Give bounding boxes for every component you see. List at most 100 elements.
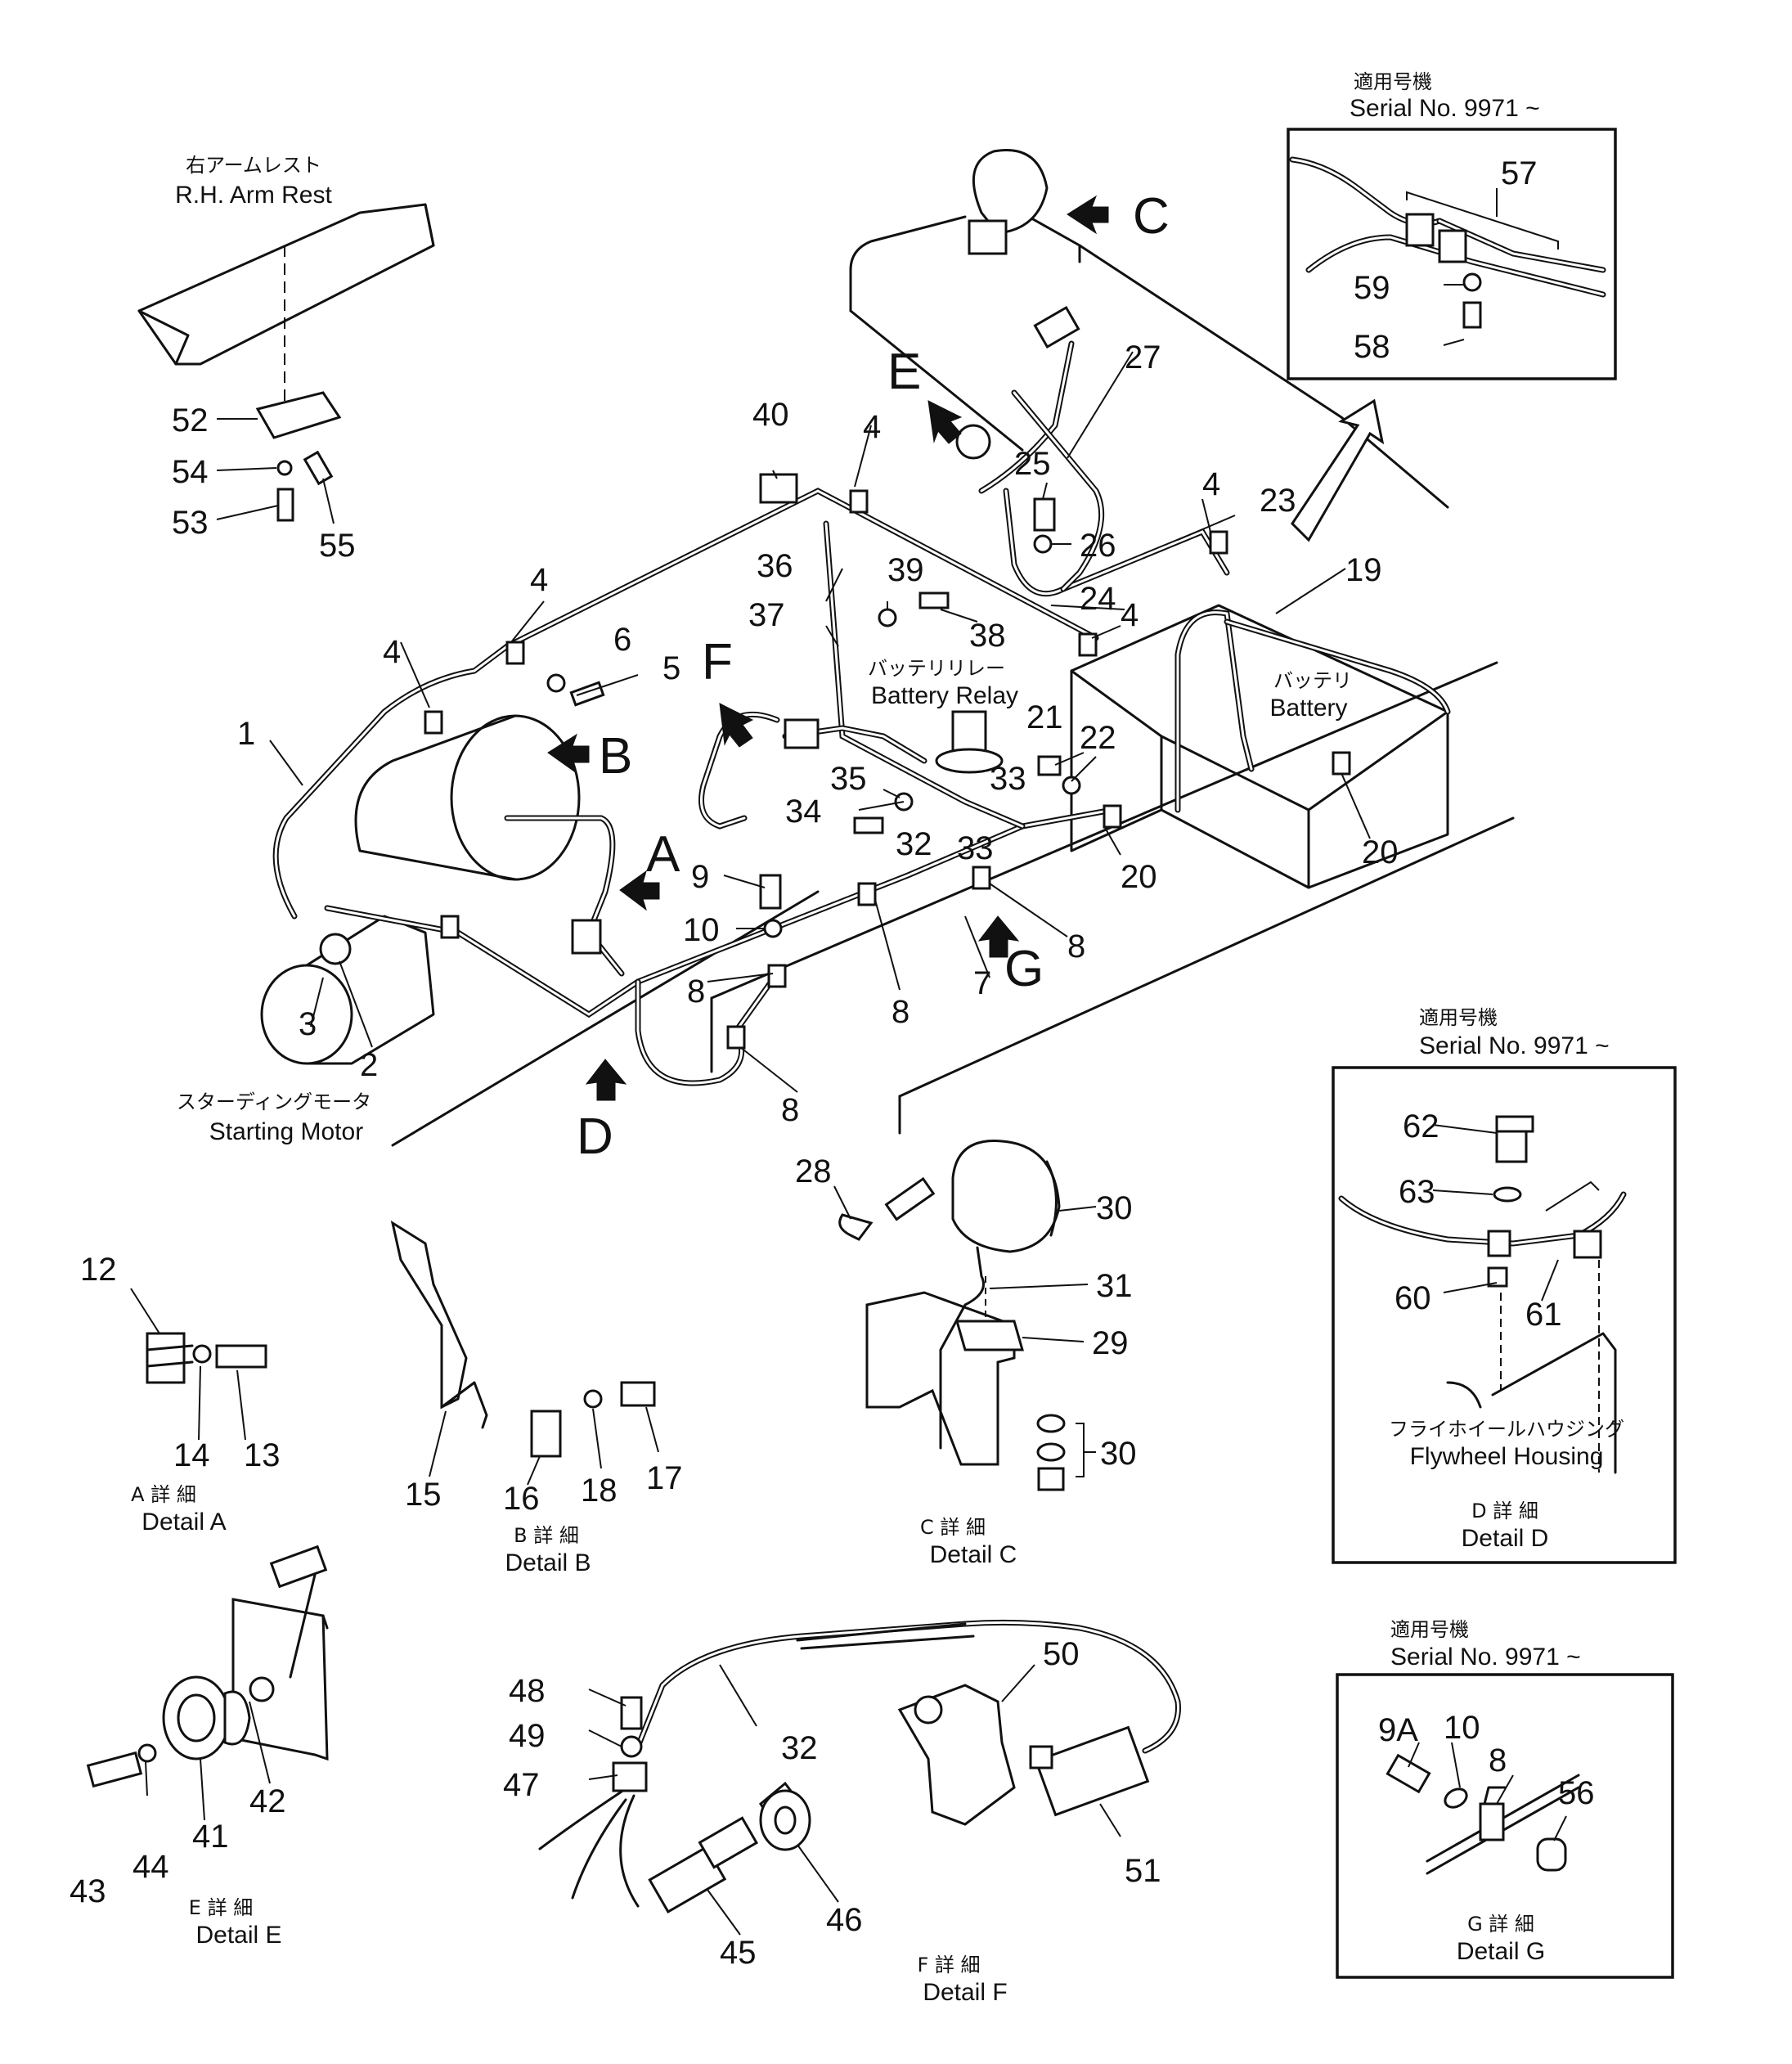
callout-54: 54 (172, 454, 209, 490)
callout-44: 44 (132, 1849, 169, 1885)
view-arrow-c: C (1133, 188, 1170, 245)
callout-9a: 9A (1378, 1712, 1418, 1748)
callout-24: 24 (1080, 581, 1116, 617)
view-arrow-b: B (599, 728, 632, 785)
callout-19: 19 (1345, 552, 1382, 588)
callout-59: 59 (1354, 270, 1390, 306)
callout-8: 8 (892, 994, 909, 1030)
callout-62: 62 (1403, 1108, 1439, 1144)
arm-rest-label: R.H. Arm Rest (175, 182, 332, 209)
callout-47: 47 (503, 1767, 540, 1803)
detail-c: 28 29 30 30 31 (795, 1140, 1137, 1491)
battery-relay-label: Battery Relay (871, 682, 1018, 709)
callout-45: 45 (720, 1935, 757, 1971)
detail-a-label-jp: A 詳 細 (131, 1483, 196, 1506)
callout-8: 8 (1067, 929, 1085, 965)
callout-63: 63 (1399, 1174, 1435, 1210)
armrest-callouts: 52 53 54 55 (172, 402, 356, 564)
detail-g: 8 9A 10 56 (1336, 1673, 1674, 1979)
detail-d-label: Detail D (1462, 1525, 1549, 1552)
callout-40: 40 (752, 397, 789, 433)
flywheel-label-jp: フライホイールハウジング (1389, 1418, 1624, 1441)
serial-top-label: Serial No. 9971 ~ (1350, 95, 1540, 122)
callout-10: 10 (1444, 1710, 1480, 1746)
callout-21: 21 (1026, 699, 1063, 735)
callout-20: 20 (1362, 834, 1399, 870)
callout-38: 38 (969, 618, 1006, 654)
arm-rest-assembly (137, 203, 435, 522)
callout-10: 10 (683, 912, 720, 948)
harness-clamps (424, 149, 1385, 1050)
callout-46: 46 (826, 1902, 863, 1938)
serial-g-label: Serial No. 9971 ~ (1390, 1644, 1581, 1671)
callout-20: 20 (1121, 859, 1157, 895)
callout-32: 32 (896, 826, 932, 862)
callout-50: 50 (1043, 1636, 1080, 1672)
callout-8: 8 (1489, 1742, 1507, 1778)
battery-label: Battery (1269, 695, 1347, 722)
detail-b-label: Detail B (505, 1549, 591, 1576)
callout-60: 60 (1395, 1280, 1431, 1316)
callout-14: 14 (173, 1437, 210, 1473)
callout-12: 12 (80, 1252, 117, 1288)
view-arrow-e: E (887, 344, 921, 400)
callout-17: 17 (646, 1460, 683, 1496)
callout-58: 58 (1354, 329, 1390, 365)
callout-55: 55 (319, 528, 356, 564)
detail-f-label-jp: F 詳 細 (917, 1954, 980, 1976)
starting-motor-label: Starting Motor (209, 1118, 363, 1145)
callout-4: 4 (530, 562, 548, 598)
serial-d-label-jp: 適用号機 (1419, 1006, 1498, 1029)
view-arrow-g: G (1004, 941, 1044, 997)
callout-51: 51 (1125, 1853, 1161, 1889)
callout-16: 16 (503, 1481, 540, 1517)
callout-4: 4 (1121, 597, 1139, 633)
callout-18: 18 (581, 1473, 618, 1509)
starting-motor-label-jp: スターディングモータ (177, 1090, 371, 1113)
callout-2: 2 (360, 1047, 378, 1083)
callout-25: 25 (1014, 446, 1051, 482)
callout-33: 33 (990, 761, 1026, 797)
battery-label-jp: バッテリ (1273, 669, 1352, 692)
callout-4: 4 (383, 634, 401, 670)
view-arrow-d: D (577, 1108, 613, 1165)
detail-e-label-jp: E 詳 細 (189, 1896, 253, 1919)
detail-g-label: Detail G (1457, 1938, 1545, 1965)
callout-34: 34 (785, 794, 822, 830)
callout-36: 36 (757, 548, 793, 584)
arm-rest-label-jp: 右アームレスト (186, 154, 321, 177)
callout-33: 33 (957, 830, 994, 866)
callout-23: 23 (1260, 483, 1296, 519)
callout-32: 32 (781, 1730, 818, 1766)
callout-48: 48 (509, 1673, 546, 1709)
detail-e: 41 42 43 44 (70, 1545, 329, 1909)
callout-4: 4 (1202, 466, 1220, 502)
view-arrow-f: F (702, 634, 733, 690)
detail-c-label-jp: C 詳 細 (920, 1516, 986, 1539)
serial-inset-top: 57 58 59 (1287, 128, 1617, 380)
callout-8: 8 (781, 1092, 799, 1128)
serial-d-label: Serial No. 9971 ~ (1419, 1032, 1610, 1059)
serial-top-label-jp: 適用号機 (1354, 70, 1432, 93)
view-arrow-a: A (646, 826, 680, 883)
serial-g-label-jp: 適用号機 (1390, 1618, 1469, 1641)
view-arrows (547, 195, 1109, 1101)
callout-1: 1 (237, 716, 255, 752)
callout-52: 52 (172, 402, 209, 438)
callout-27: 27 (1125, 340, 1161, 375)
detail-d: 62 63 60 61 (1332, 1066, 1677, 1564)
callout-57: 57 (1501, 155, 1538, 191)
callout-61: 61 (1525, 1297, 1562, 1333)
detail-f-label: Detail F (923, 1979, 1007, 2006)
detail-d-label-jp: D 詳 細 (1471, 1500, 1538, 1522)
callout-53: 53 (172, 505, 209, 541)
callout-43: 43 (70, 1873, 106, 1909)
callout-29: 29 (1092, 1325, 1129, 1361)
callout-22: 22 (1080, 720, 1116, 756)
callout-5: 5 (662, 650, 680, 686)
callout-4: 4 (863, 409, 881, 445)
callout-49: 49 (509, 1718, 546, 1754)
callout-8: 8 (687, 974, 705, 1010)
detail-a-label: Detail A (141, 1509, 226, 1536)
